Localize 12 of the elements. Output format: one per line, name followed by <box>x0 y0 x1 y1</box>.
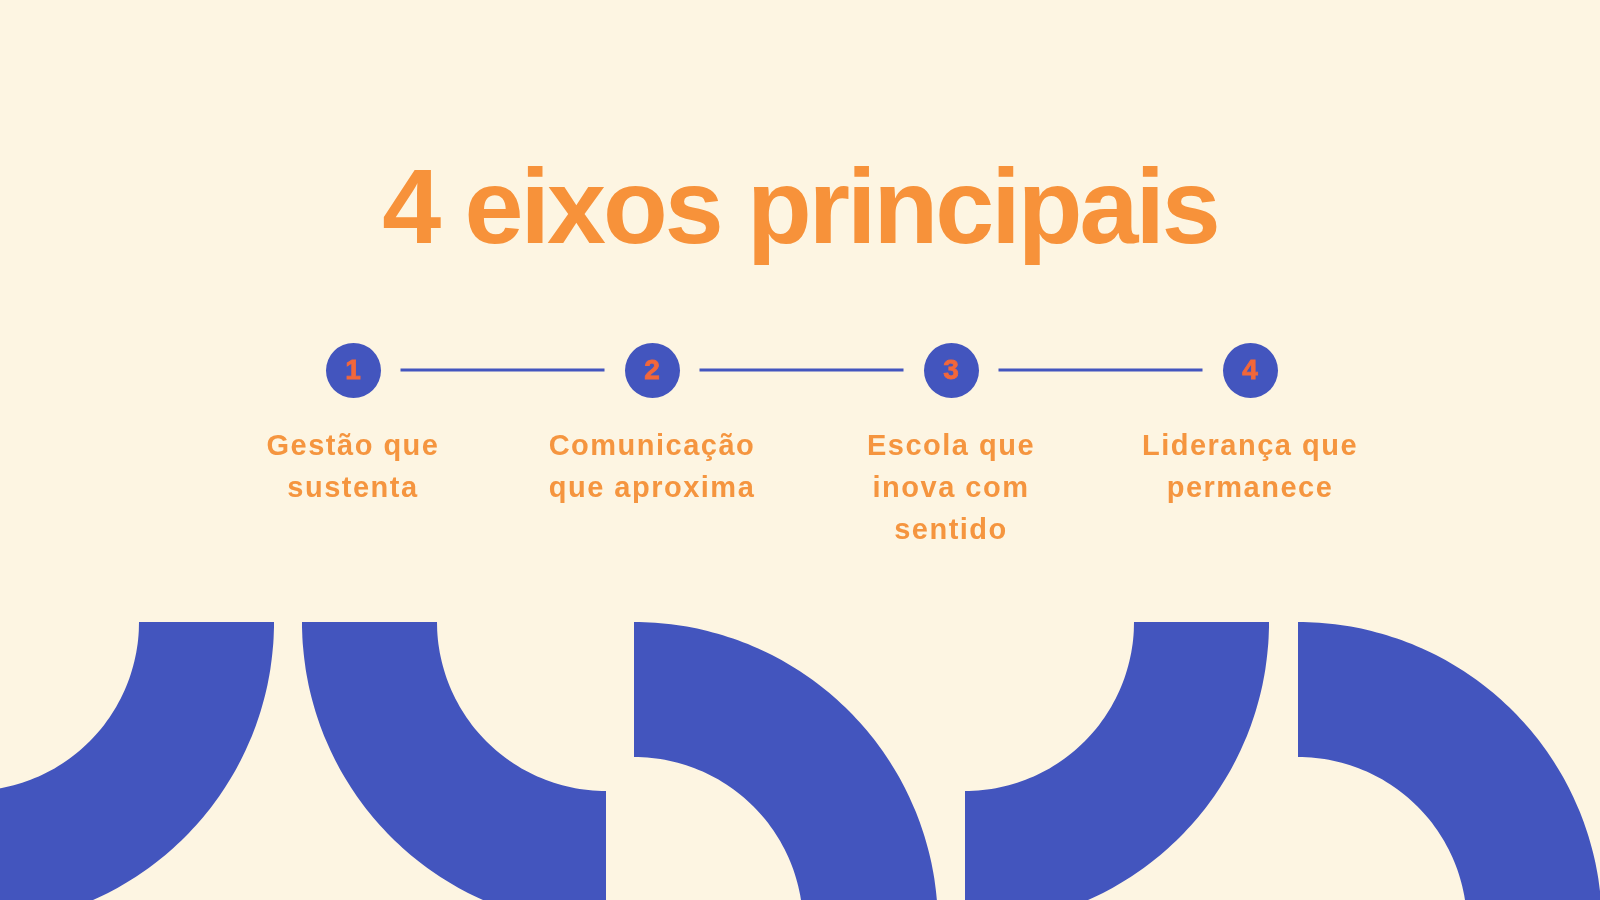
connector-line <box>400 368 605 372</box>
title: 4 eixos principais <box>381 146 1219 267</box>
step-caption: Escola que inova com sentido <box>865 428 1037 547</box>
connector-line <box>998 368 1203 372</box>
step-caption: Liderança que permanece <box>1140 428 1360 505</box>
step-number: 4 <box>1242 356 1258 384</box>
step-caption: Gestão que sustenta <box>265 428 441 505</box>
step-number: 1 <box>345 356 361 384</box>
step-caption: Comunicação que aproxima <box>547 428 757 505</box>
connector-line <box>699 368 904 372</box>
step-number: 2 <box>644 356 660 384</box>
step-number: 3 <box>943 356 959 384</box>
